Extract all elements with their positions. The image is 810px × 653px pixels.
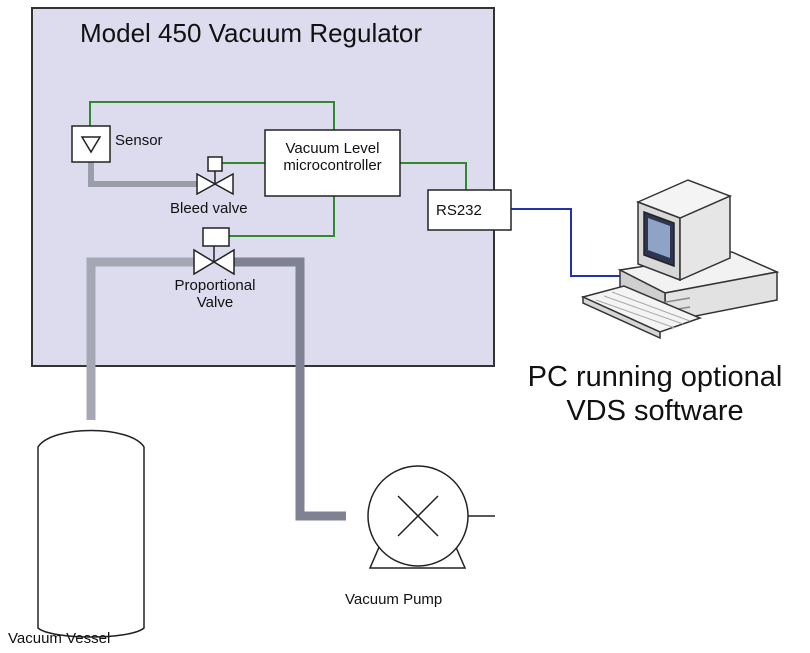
rs232-box [427, 189, 512, 231]
vacuum-vessel-label: Vacuum Vessel [8, 630, 111, 647]
vacuum-pump-icon [367, 465, 495, 569]
pc-computer-icon [580, 179, 780, 340]
controller-label-line1: Vacuum Level [285, 140, 380, 157]
vacuum-pump-label: Vacuum Pump [345, 591, 443, 608]
pc-label-line1: PC running optional [527, 361, 783, 393]
sensor-triangle-icon [71, 125, 111, 163]
controller-label-line2: microcontroller [283, 157, 382, 174]
bleed-valve-icon [196, 156, 234, 196]
proportional-valve-icon [193, 227, 235, 276]
vessel-pipe [86, 257, 196, 420]
controller-label: Vacuum Level microcontroller [265, 140, 400, 174]
diagram-title: Model 450 Vacuum Regulator [80, 18, 423, 48]
pump-pipe [232, 257, 346, 521]
signal-wires [89, 101, 467, 237]
controller-to-proportional-valve-wire [229, 196, 335, 237]
bleed-valve-label: Bleed valve [170, 200, 248, 217]
proportional-valve-label: Proportional Valve [160, 277, 270, 311]
proportional-valve-label-line1: Proportional [174, 277, 256, 294]
pc-label: PC running optional VDS software [505, 360, 805, 428]
pc-label-line2: VDS software [566, 395, 744, 427]
controller-to-rs232-wire [400, 162, 467, 190]
sensor-to-controller-wire [89, 101, 335, 130]
sensor-to-bleed-pipe [88, 162, 197, 187]
pipes [86, 162, 346, 521]
sensor-label: Sensor [115, 132, 163, 149]
controller-box [264, 129, 401, 197]
vacuum-vessel-icon [37, 429, 145, 638]
serial-cable [511, 208, 628, 277]
rs232-label: RS232 [436, 202, 482, 219]
proportional-valve-label-line2: Valve [196, 294, 234, 311]
